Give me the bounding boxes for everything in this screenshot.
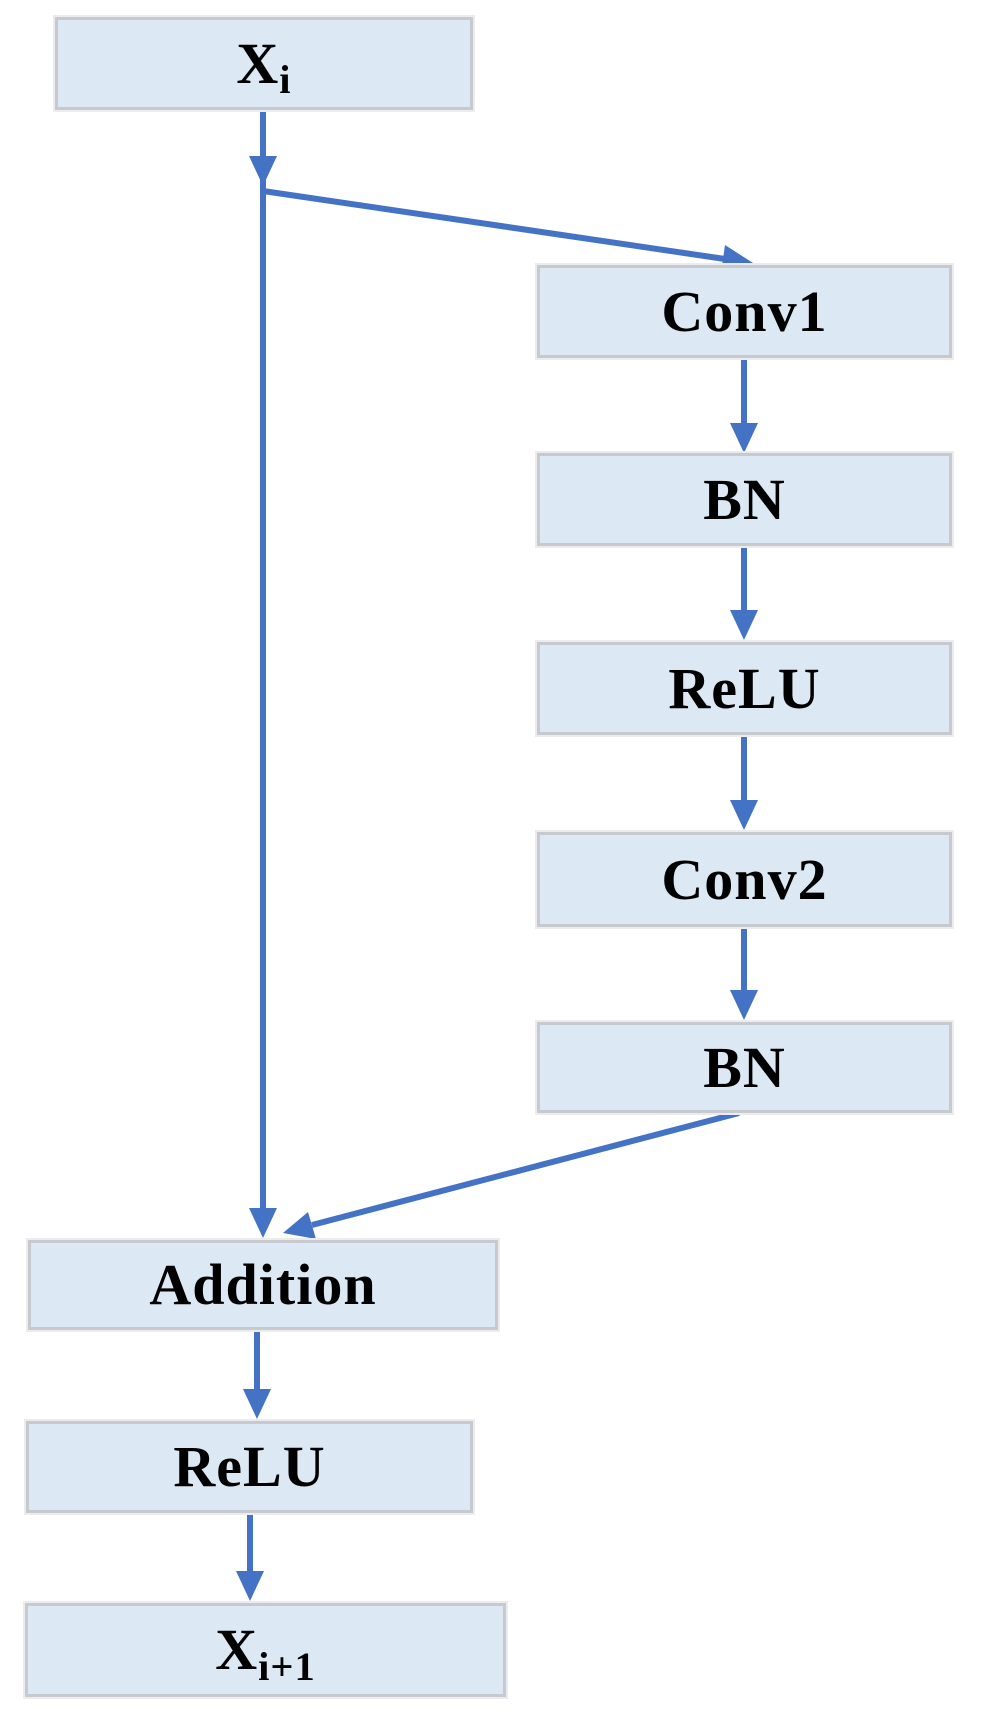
arrowhead-icon [730,423,758,453]
edge-conv2-to-bn2 [730,927,758,1020]
arrowhead-icon [730,990,758,1020]
arrowhead-icon [249,156,277,186]
edge-bn1-to-relu1 [730,546,758,640]
node-label: BN [703,466,786,532]
node-label: Conv1 [661,278,828,344]
node-label: ReLU [173,1434,326,1499]
arrowhead-icon [730,800,758,830]
node-relu1: ReLU [537,642,952,735]
node-label: X [215,1617,259,1682]
edge-xi-to-addition [249,110,277,1238]
node-bn2: BN [537,1022,952,1113]
node-conv1: Conv1 [537,265,952,358]
edge-xi-to-conv1 [262,188,753,273]
node-label-subscript: i+1 [258,1644,316,1690]
arrowhead-icon [283,1212,316,1239]
edge-bn2-to-addition [283,1110,740,1239]
edge-relu1-to-conv2 [730,735,758,830]
node-label-subscript: i [279,57,292,103]
node-relu2: ReLU [26,1421,473,1513]
node-label: X [236,30,280,96]
node-label: Addition [149,1252,377,1317]
edge-addition-to-relu2 [243,1330,271,1419]
node-label: ReLU [668,655,821,721]
node-label: BN [703,1034,786,1100]
arrowhead-icon [236,1571,264,1601]
arrowhead-icon [243,1389,271,1419]
node-label: Conv2 [661,846,828,912]
edge-relu2-to-xi-plus-1 [236,1513,264,1601]
node-bn1: BN [537,453,952,546]
node-conv2: Conv2 [537,832,952,927]
arrowhead-icon [730,610,758,640]
edge-conv1-to-bn1 [730,358,758,453]
arrowhead-icon [249,1208,277,1238]
node-addition: Addition [28,1240,498,1330]
